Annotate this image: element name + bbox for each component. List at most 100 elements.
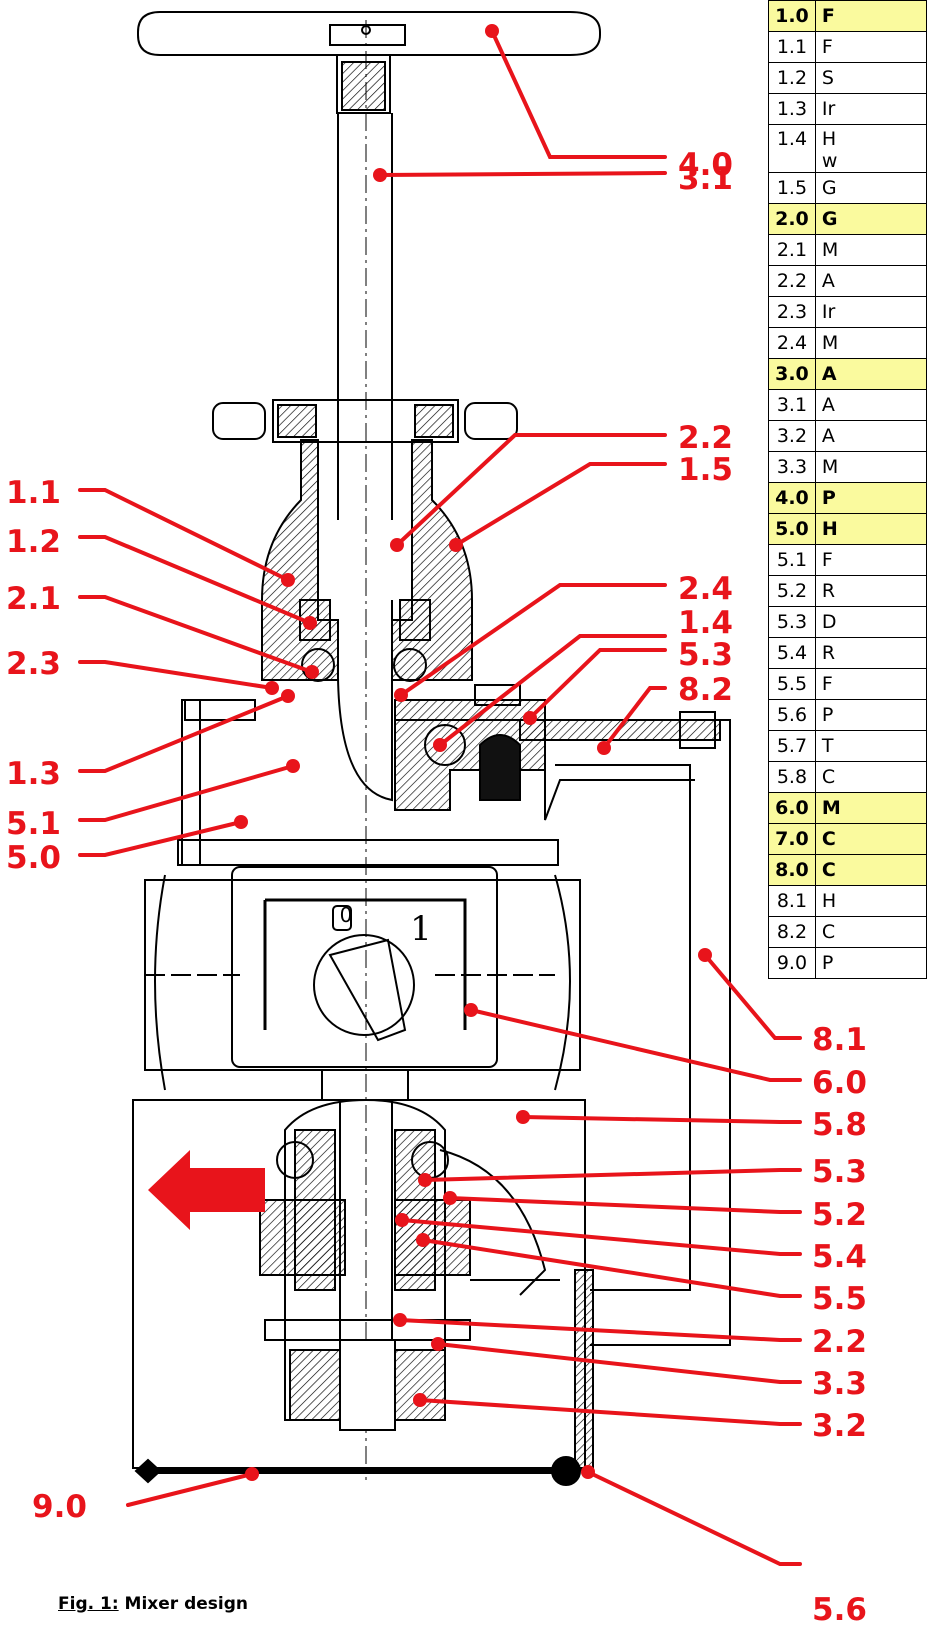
- part-description-cell: A: [814, 358, 927, 390]
- part-description-cell: H: [814, 513, 927, 545]
- part-description-text: C: [821, 859, 836, 881]
- part-number-cell: 1.2: [768, 62, 816, 94]
- part-description-cell: A: [814, 265, 927, 297]
- part-number-cell: 2.0: [768, 203, 816, 235]
- callout-5-3-bottom: 5.3: [812, 1154, 867, 1190]
- motor-body: [144, 879, 581, 1071]
- callout-5-1: 5.1: [6, 806, 61, 842]
- callout-8-2: 8.2: [678, 672, 733, 708]
- part-description-text: C: [821, 921, 836, 943]
- callout-1-5: 1.5: [678, 452, 733, 488]
- part-description-cell: S: [814, 62, 927, 94]
- part-description-cell: F: [814, 0, 927, 32]
- part-number-cell: 1.5: [768, 172, 816, 204]
- callout-8-1: 8.1: [812, 1022, 867, 1058]
- part-description-text: H: [821, 890, 837, 912]
- part-number-cell: 5.5: [768, 668, 816, 700]
- figure-caption-text: Mixer design: [118, 1594, 249, 1614]
- part-description-cell: Ir: [814, 93, 927, 125]
- part-number-cell: 2.3: [768, 296, 816, 328]
- part-description-text: H: [821, 128, 837, 150]
- callout-1-4: 1.4: [678, 605, 733, 641]
- callout-5-5: 5.5: [812, 1281, 867, 1317]
- mechanical-outline: [132, 11, 731, 1486]
- figure-caption: Fig. 1: Mixer design: [58, 1594, 248, 1614]
- part-description-text: C: [821, 766, 836, 788]
- part-number-cell: 5.4: [768, 637, 816, 669]
- part-description-cell: G: [814, 203, 927, 235]
- callout-3-2: 3.2: [812, 1408, 867, 1444]
- part-description-text: T: [821, 735, 834, 757]
- callout-6-0: 6.0: [812, 1065, 867, 1101]
- callout-9-0: 9.0: [32, 1489, 87, 1525]
- part-number-cell: 3.2: [768, 420, 816, 452]
- part-description-text: A: [821, 363, 837, 385]
- part-description-cell: R: [814, 637, 927, 669]
- part-description-cell: M: [814, 792, 927, 824]
- part-number-cell: 5.3: [768, 606, 816, 638]
- part-description-cell: R: [814, 575, 927, 607]
- callout-3-1: 3.1: [678, 161, 733, 197]
- callout-5-3-top: 5.3: [678, 637, 733, 673]
- part-description-text: A: [821, 394, 835, 416]
- part-description-cell: P: [814, 482, 927, 514]
- callout-2-2-bottom: 2.2: [812, 1324, 867, 1360]
- leader-dots: [234, 24, 712, 1481]
- part-description-text: P: [821, 704, 834, 726]
- part-number-cell: 5.6: [768, 699, 816, 731]
- callout-3-3: 3.3: [812, 1366, 867, 1402]
- part-description-text: F: [821, 549, 833, 571]
- switch-off-label: 0: [340, 903, 353, 927]
- part-number-cell: 8.1: [768, 885, 816, 917]
- part-description-cell: F: [814, 668, 927, 700]
- callout-1-3: 1.3: [6, 756, 61, 792]
- part-number-cell: 2.1: [768, 234, 816, 266]
- callout-2-3: 2.3: [6, 646, 61, 682]
- part-number-cell: 8.2: [768, 916, 816, 948]
- part-number-cell: 8.0: [768, 854, 816, 886]
- part-description-text: S: [821, 67, 834, 89]
- part-description-cell: C: [814, 854, 927, 886]
- part-description-continued: w: [821, 150, 838, 172]
- part-description-text: M: [821, 797, 841, 819]
- part-description-text: P: [821, 487, 836, 509]
- part-description-cell: C: [814, 761, 927, 793]
- part-number-cell: 5.7: [768, 730, 816, 762]
- part-description-text: R: [821, 642, 836, 664]
- part-description-text: P: [821, 952, 834, 974]
- leader-lines: [78, 29, 802, 1566]
- part-description-text: M: [821, 332, 839, 354]
- part-description-cell: A: [814, 389, 927, 421]
- callout-2-2-top: 2.2: [678, 420, 733, 456]
- part-description-cell: F: [814, 31, 927, 63]
- part-number-cell: 5.1: [768, 544, 816, 576]
- part-description-text: D: [821, 611, 837, 633]
- part-description-text: A: [821, 270, 835, 292]
- switch-on-label: 1: [410, 909, 432, 949]
- callout-5-4: 5.4: [812, 1239, 867, 1275]
- part-number-cell: 1.4: [768, 124, 816, 173]
